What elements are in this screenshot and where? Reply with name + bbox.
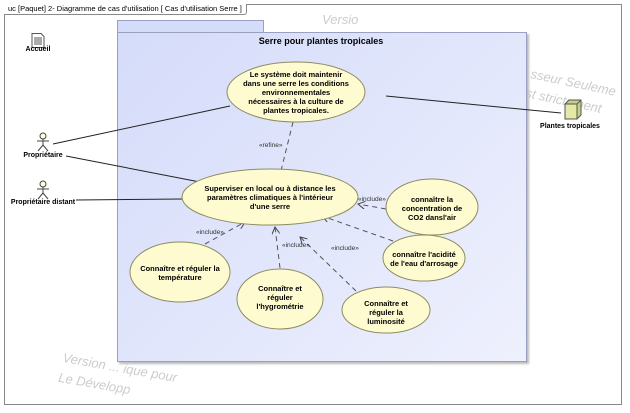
- frame-title: uc [Paquet] 2- Diagramme de cas d'utilis…: [4, 4, 247, 15]
- association-line: [385, 95, 562, 114]
- stereotype-include: «include»: [282, 242, 310, 249]
- association-line: [75, 198, 184, 201]
- association-line: [65, 155, 206, 184]
- use-case-hygrometrie[interactable]: Connaître et réguler l'hygrométrie: [256, 283, 304, 311]
- use-case-temperature[interactable]: Connaître et réguler la température: [140, 264, 220, 282]
- include-dependency: [322, 216, 394, 242]
- include-dependency: [204, 222, 245, 245]
- watermark: Versio: [322, 12, 359, 27]
- system-boundary-tab: [117, 20, 264, 33]
- stereotype-include: «include»: [196, 229, 224, 236]
- actor-proprietaire[interactable]: Propriétaire: [23, 152, 63, 159]
- actor-proprietaire-distant[interactable]: Propriétaire distant: [10, 199, 76, 206]
- use-case-co2[interactable]: connaître la concentration de CO2 dansl'…: [401, 194, 463, 222]
- actor-icon: [37, 132, 49, 200]
- include-dependency: [358, 204, 387, 210]
- node-icon: [564, 99, 582, 120]
- document-icon[interactable]: [31, 33, 45, 48]
- system-title: Serre pour plantes tropicales: [258, 36, 384, 46]
- refine-dependency: [278, 121, 294, 183]
- use-case-ellipses: [129, 61, 479, 334]
- use-case-maintenir-conditions[interactable]: Le système doit maintenir dans une serre…: [243, 69, 349, 115]
- stereotype-refine: «refine»: [259, 142, 283, 149]
- include-dependency: [300, 237, 357, 292]
- node-plantes-tropicales[interactable]: Plantes tropicales: [540, 123, 600, 130]
- stereotype-include: «include»: [331, 245, 359, 252]
- stereotype-include: «include»: [358, 196, 386, 203]
- diagram-frame: [4, 4, 622, 405]
- use-case-luminosite[interactable]: Connaître et réguler la luminosité: [364, 298, 408, 326]
- use-case-acidite[interactable]: connaître l'acidité de l'eau d'arrosage: [390, 250, 458, 268]
- use-case-superviser[interactable]: Superviser en local ou à distance les pa…: [204, 183, 336, 211]
- include-dependency: [275, 227, 281, 269]
- association-line: [52, 105, 231, 145]
- accueil-link[interactable]: Accueil: [25, 46, 51, 53]
